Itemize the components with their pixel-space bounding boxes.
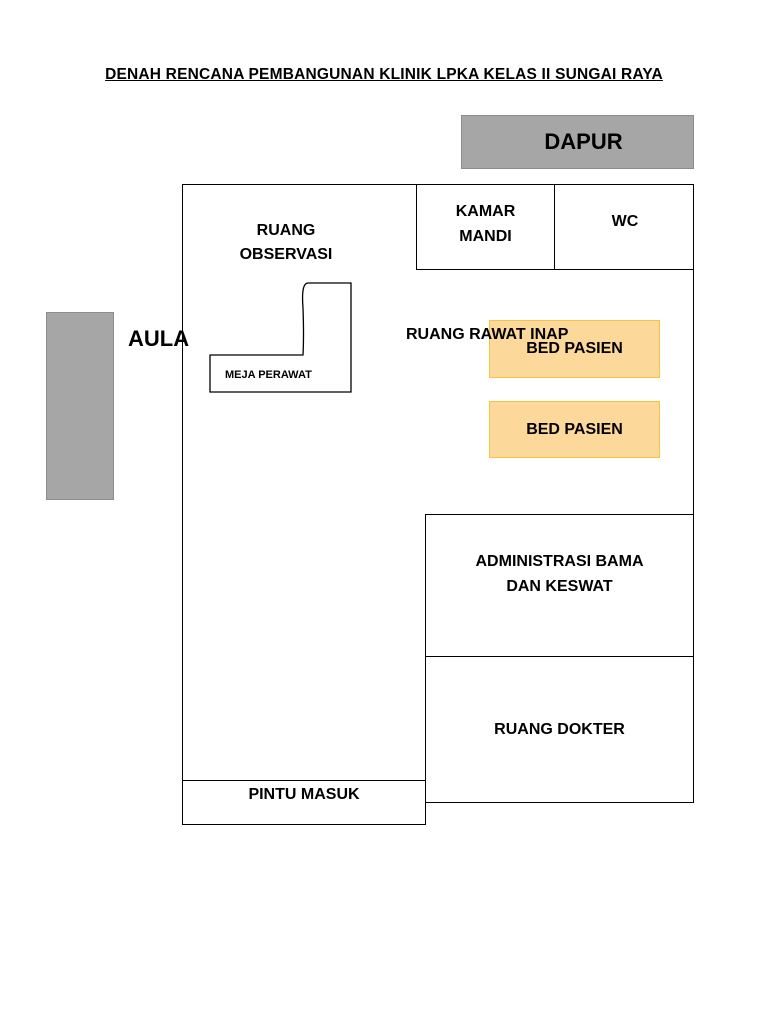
- meja-perawat-label: MEJA PERAWAT: [225, 369, 312, 381]
- meja-perawat-shape: [209, 282, 352, 393]
- bed-pasien-1-label: BED PASIEN: [526, 340, 623, 357]
- bed-pasien-1: BED PASIEN: [489, 320, 660, 378]
- pintu-masuk: PINTU MASUK: [182, 780, 426, 825]
- room-dapur: DAPUR: [461, 115, 694, 169]
- room-aula-block: [46, 312, 114, 500]
- room-kamar-mandi: KAMAR MANDI: [416, 184, 555, 270]
- room-wc-label: WC: [611, 213, 639, 230]
- page-title: DENAH RENCANA PEMBANGUNAN KLINIK LPKA KE…: [105, 66, 663, 83]
- bed-pasien-2-label: BED PASIEN: [526, 420, 623, 438]
- room-wc: WC: [554, 184, 694, 270]
- room-kamar-mandi-label-2: MANDI: [459, 228, 512, 245]
- room-ruang-dokter-label: RUANG DOKTER: [494, 720, 625, 738]
- bed-pasien-2: BED PASIEN: [489, 401, 660, 458]
- room-ruang-observasi-line-1: RUANG: [256, 222, 316, 239]
- room-administrasi-label-2: DAN KESWAT: [506, 578, 613, 595]
- room-dapur-label: DAPUR: [544, 129, 623, 154]
- room-ruang-dokter: RUANG DOKTER: [425, 656, 694, 803]
- meja-perawat-outline: [209, 282, 352, 393]
- room-administrasi: ADMINISTRASI BAMA DAN KESWAT: [425, 514, 694, 657]
- pintu-masuk-label: PINTU MASUK: [248, 786, 360, 803]
- room-ruang-rawat-inap-label: RUANG RAWAT INAP: [406, 326, 569, 343]
- room-administrasi-label-1: ADMINISTRASI BAMA: [475, 553, 644, 570]
- room-ruang-observasi-label: RUANG OBSERVASI: [215, 219, 357, 267]
- room-ruang-observasi-line-2: OBSERVASI: [239, 246, 333, 263]
- room-aula-label: AULA: [128, 326, 190, 351]
- room-kamar-mandi-label-1: KAMAR: [455, 203, 516, 220]
